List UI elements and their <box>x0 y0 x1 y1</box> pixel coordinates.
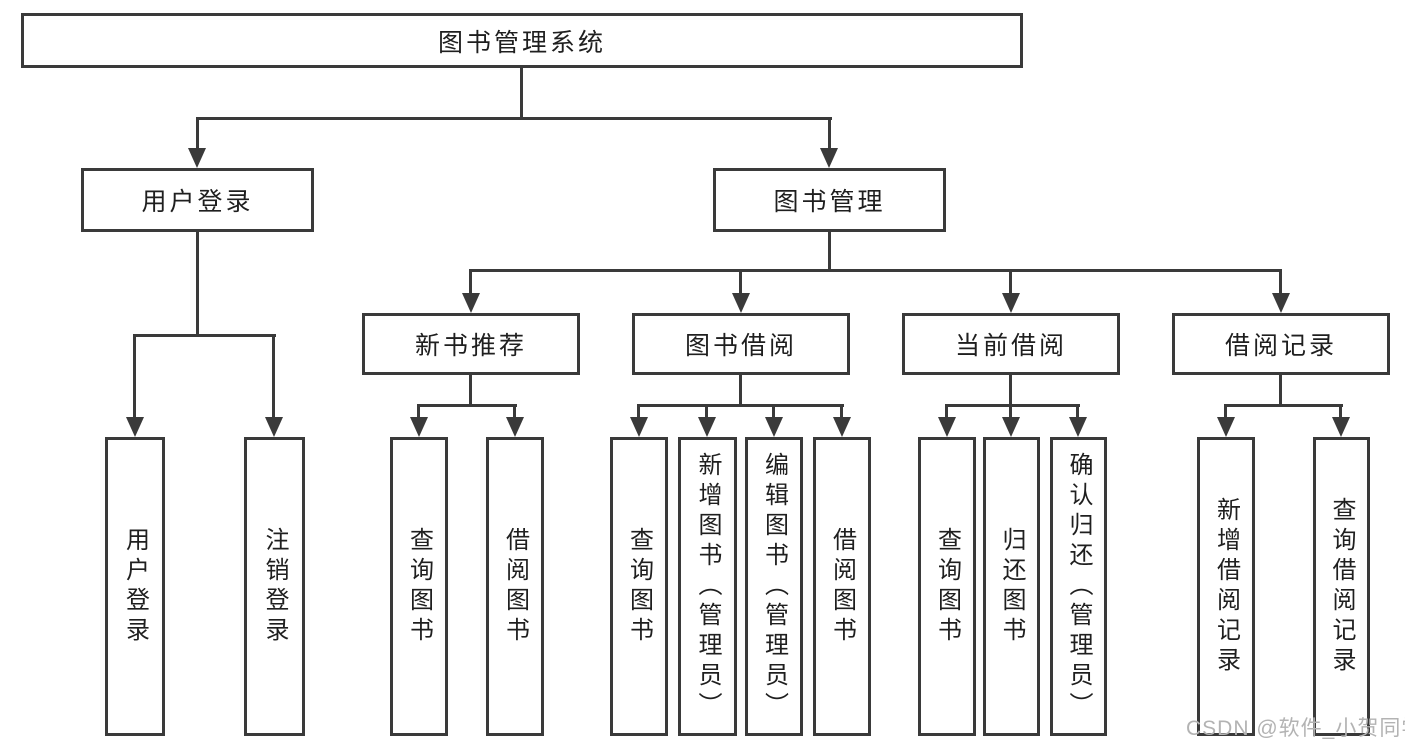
connector-line <box>196 117 832 120</box>
leaf-borrow-books-2: 借阅图书 <box>813 437 871 736</box>
connector-line <box>133 334 136 419</box>
connector-line <box>1009 375 1012 407</box>
leaf-borrow-books-1: 借阅图书 <box>486 437 544 736</box>
arrow-down-icon <box>126 417 144 437</box>
connector-line <box>469 269 472 295</box>
csdn-watermark: CSDN @软件_小贺同学 <box>1186 717 1405 740</box>
connector-line <box>513 404 516 419</box>
arrow-down-icon <box>938 417 956 437</box>
arrow-down-icon <box>1217 417 1235 437</box>
connector-line <box>739 375 742 407</box>
connector-line <box>828 117 831 150</box>
node-book-borrow: 图书借阅 <box>632 313 850 375</box>
connector-line <box>739 269 742 295</box>
connector-line <box>945 404 1080 407</box>
connector-line <box>196 232 199 336</box>
arrow-down-icon <box>765 417 783 437</box>
connector-line <box>196 117 199 150</box>
leaf-add-borrow-record: 新增借阅记录 <box>1197 437 1255 736</box>
connector-line <box>1279 269 1282 295</box>
node-user-login: 用户登录 <box>81 168 314 232</box>
arrow-down-icon <box>1272 293 1290 313</box>
arrow-down-icon <box>462 293 480 313</box>
connector-line <box>637 404 640 419</box>
connector-line <box>772 404 775 419</box>
connector-line <box>945 404 948 419</box>
connector-line <box>1339 404 1342 419</box>
arrow-down-icon <box>820 148 838 168</box>
connector-line <box>705 404 708 419</box>
node-book-management: 图书管理 <box>713 168 946 232</box>
arrow-down-icon <box>265 417 283 437</box>
arrow-down-icon <box>732 293 750 313</box>
leaf-logout: 注销登录 <box>244 437 305 736</box>
arrow-down-icon <box>630 417 648 437</box>
arrow-down-icon <box>1002 417 1020 437</box>
connector-line <box>272 334 275 419</box>
connector-line <box>133 334 276 337</box>
connector-line <box>469 375 472 407</box>
connector-line <box>828 232 831 272</box>
arrow-down-icon <box>1069 417 1087 437</box>
arrow-down-icon <box>188 148 206 168</box>
connector-line <box>1224 404 1343 407</box>
leaf-user-login: 用户登录 <box>105 437 165 736</box>
connector-line <box>1224 404 1227 419</box>
node-root-library-system: 图书管理系统 <box>21 13 1023 68</box>
leaf-query-books-2: 查询图书 <box>610 437 668 736</box>
node-new-book-recommend: 新书推荐 <box>362 313 580 375</box>
connector-line <box>1009 404 1012 419</box>
node-borrow-records: 借阅记录 <box>1172 313 1390 375</box>
arrow-down-icon <box>410 417 428 437</box>
leaf-query-books-1: 查询图书 <box>390 437 448 736</box>
arrow-down-icon <box>506 417 524 437</box>
leaf-add-books-admin: 新增图书（管理员） <box>678 437 737 736</box>
arrow-down-icon <box>833 417 851 437</box>
leaf-edit-books-admin: 编辑图书（管理员） <box>745 437 803 736</box>
leaf-confirm-return-admin: 确认归还（管理员） <box>1050 437 1107 736</box>
leaf-query-borrow-record: 查询借阅记录 <box>1313 437 1370 736</box>
leaf-return-books: 归还图书 <box>983 437 1040 736</box>
arrow-down-icon <box>698 417 716 437</box>
connector-line <box>417 404 420 419</box>
connector-line <box>637 404 844 407</box>
leaf-query-books-3: 查询图书 <box>918 437 976 736</box>
connector-line <box>520 68 523 118</box>
arrow-down-icon <box>1002 293 1020 313</box>
connector-line <box>469 269 1282 272</box>
connector-line <box>1279 375 1282 407</box>
connector-line <box>1076 404 1079 419</box>
connector-line <box>1009 269 1012 295</box>
connector-line <box>840 404 843 419</box>
arrow-down-icon <box>1332 417 1350 437</box>
connector-line <box>417 404 517 407</box>
node-current-borrow: 当前借阅 <box>902 313 1120 375</box>
